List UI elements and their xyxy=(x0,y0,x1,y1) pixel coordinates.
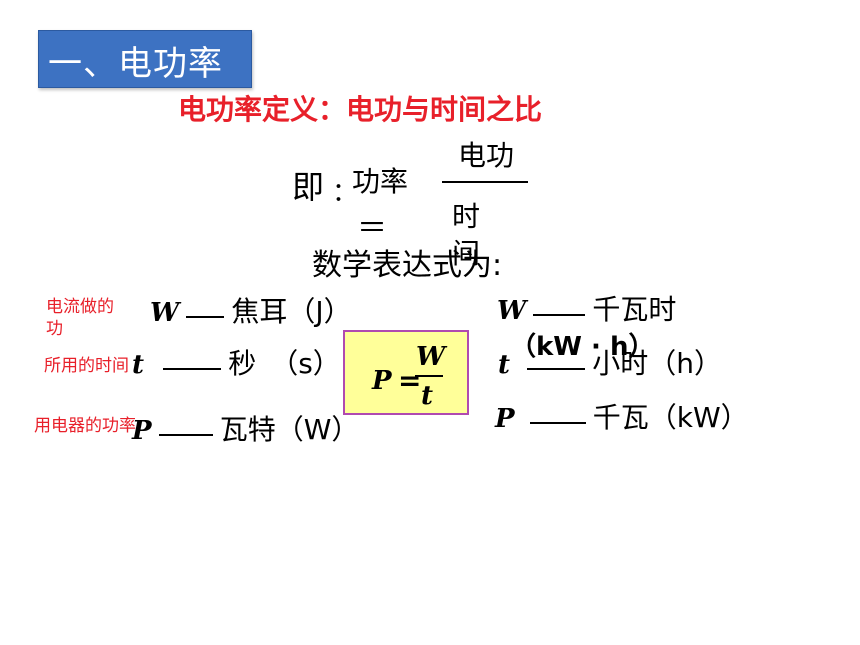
unit-watt: 瓦特（W） xyxy=(219,413,360,446)
unit-hour: 小时（h） xyxy=(592,347,722,380)
word-formula-fraction-bar xyxy=(442,181,528,183)
unit-joule: 焦耳（J） xyxy=(231,295,352,328)
expression-label: 数学表达式为: xyxy=(312,248,503,283)
title-banner xyxy=(38,30,252,88)
dash xyxy=(163,367,222,370)
definition-text: 电功率定义：电功与时间之比 xyxy=(178,93,543,126)
unit-second: 秒 （s） xyxy=(228,347,341,380)
word-formula-equals: ＝ xyxy=(357,211,387,246)
left-row-work: W 焦耳（J） xyxy=(150,290,352,330)
note-work: 电流做的功 xyxy=(46,297,114,339)
note-power: 用电器的功率 xyxy=(34,416,136,436)
right-row-time: t 小时（h） xyxy=(498,342,722,382)
dash xyxy=(529,421,586,424)
right-row-power: P 千瓦（kW） xyxy=(495,396,749,436)
note-time: 所用的时间 xyxy=(44,356,129,376)
word-formula-prefix: 即 xyxy=(292,168,325,206)
formula-box xyxy=(343,330,469,415)
word-formula-denominator-1: 时 xyxy=(452,200,481,233)
symbol-w: W xyxy=(150,298,180,328)
symbol-p: P xyxy=(132,416,152,446)
dash xyxy=(186,315,225,318)
formula-denominator: t xyxy=(421,381,434,411)
symbol-t: t xyxy=(498,350,511,380)
word-formula-denominator-2: 间 xyxy=(452,237,481,270)
right-row-work: W 千瓦时 xyxy=(497,288,676,328)
word-formula-numerator: 电功 xyxy=(458,139,515,172)
symbol-p: P xyxy=(495,404,515,434)
slide-title: 一、电功率 xyxy=(48,44,223,84)
formula-fraction-bar xyxy=(415,375,443,377)
formula-lhs: P xyxy=(372,366,392,396)
formula-equals: = xyxy=(398,364,422,397)
symbol-w: W xyxy=(497,296,527,326)
formula-numerator: W xyxy=(416,342,446,372)
dash xyxy=(527,367,586,370)
unit-kilowatt-hour: 千瓦时 xyxy=(592,293,677,326)
symbol-t: t xyxy=(132,350,145,380)
word-formula-lhs: 功率 xyxy=(352,165,409,198)
unit-kilowatt: 千瓦（kW） xyxy=(592,401,749,434)
dash xyxy=(158,433,213,436)
left-row-power: P 瓦特（W） xyxy=(132,408,359,448)
dash xyxy=(533,313,586,316)
word-formula-colon: ： xyxy=(332,178,359,208)
unit-kwh-symbol: （kW · h） xyxy=(510,332,655,362)
left-row-time: t 秒 （s） xyxy=(132,342,341,382)
